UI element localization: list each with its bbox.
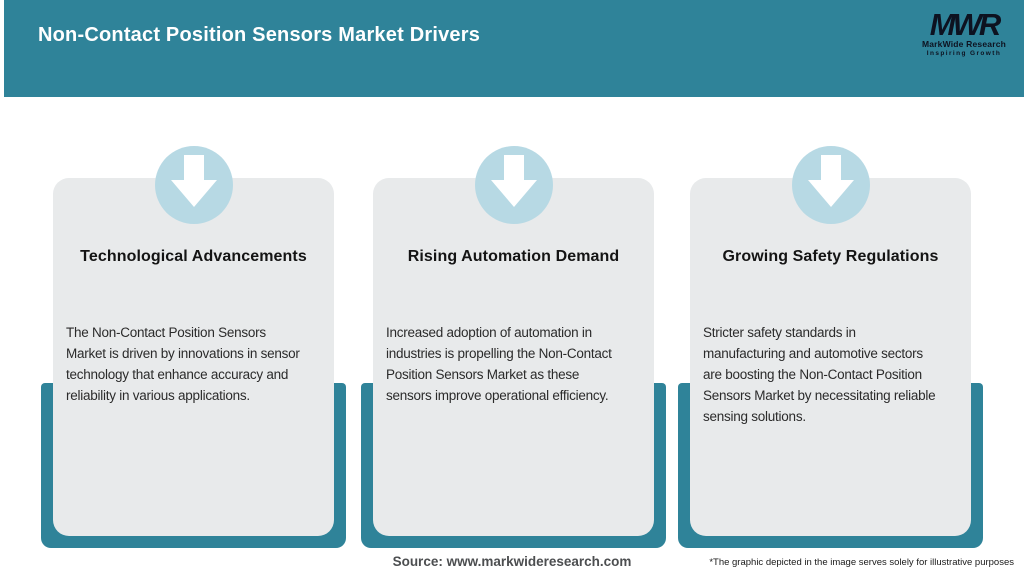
card-body: Increased adoption of automation in indu…	[386, 325, 612, 403]
driver-column-1: Technological Advancements The Non-Conta…	[41, 0, 346, 576]
driver-card	[373, 178, 654, 536]
page-title: Non-Contact Position Sensors Market Driv…	[38, 24, 481, 46]
down-arrow-icon	[807, 155, 854, 207]
card-title: Technological Advancements	[80, 248, 307, 265]
arrow-circle	[474, 146, 553, 224]
header-band: Non-Contact Position Sensors Market Driv…	[4, 0, 1024, 97]
card-body: The Non-Contact Position Sensors Market …	[66, 325, 300, 403]
driver-column-2: Rising Automation Demand Increased adopt…	[361, 0, 666, 576]
driver-card	[690, 178, 971, 536]
card-title: Rising Automation Demand	[407, 248, 620, 265]
down-arrow-icon	[490, 155, 537, 207]
source-text: Source: www.markwideresearch.com	[392, 554, 632, 569]
down-arrow-icon	[170, 155, 217, 207]
arrow-circle	[154, 146, 233, 224]
card-body: Stricter safety standards in manufacturi…	[703, 325, 936, 424]
card-title: Growing Safety Regulations	[722, 248, 939, 265]
brand-logo: MWR MarkWide Research Inspiring Growth	[918, 7, 1010, 57]
arrow-circle	[791, 146, 870, 224]
disclaimer-text: *The graphic depicted in the image serve…	[709, 557, 1014, 568]
driver-column-3: Growing Safety Regulations Stricter safe…	[678, 0, 983, 576]
logo-tagline: Inspiring Growth	[926, 49, 1002, 57]
logo-monogram: MWR	[929, 7, 1001, 42]
driver-card	[53, 178, 334, 536]
logo-name: MarkWide Research	[921, 39, 1007, 49]
